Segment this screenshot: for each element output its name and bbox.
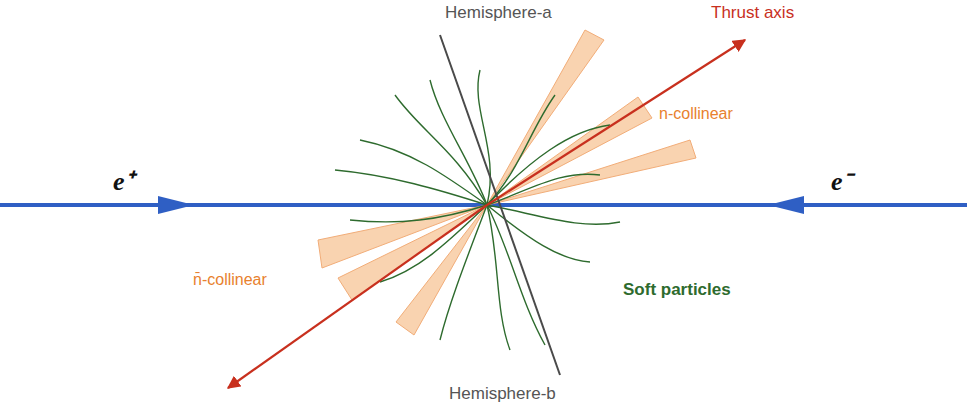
- thrust-axis: [228, 205, 487, 388]
- axis-label: Thrust axis: [708, 3, 797, 23]
- collinear-label: n̄-collinear: [190, 270, 270, 289]
- thrust-axis: [487, 40, 745, 205]
- beam-arrow: [158, 196, 194, 214]
- beam-label: e⁺: [110, 166, 137, 197]
- soft-particle-tracks: [335, 70, 620, 350]
- hemisphere-boundary: [440, 35, 560, 375]
- collinear-label: n-collinear: [656, 104, 736, 123]
- hemisphere-label: Hemisphere-a: [442, 3, 555, 23]
- beam-arrow: [768, 196, 804, 214]
- beam-label: e⁻: [828, 166, 855, 197]
- hemisphere-label: Hemisphere-b: [446, 384, 559, 404]
- soft-particles-label: Soft particles: [620, 280, 734, 300]
